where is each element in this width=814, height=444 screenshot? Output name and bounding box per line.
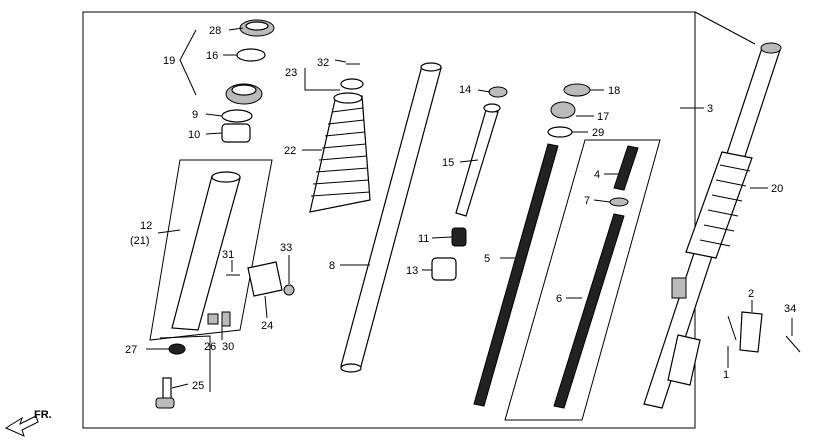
part-7-washer [609,197,629,207]
assembly-frame [82,11,696,429]
callout-12-21: (21) [130,235,150,247]
callout-7: 7 [584,195,590,207]
part-29-oring [547,126,573,138]
part-10-bushing [221,123,251,143]
callout-2: 2 [748,288,754,300]
callout-34: 34 [784,303,796,315]
callout-16: 16 [206,50,218,62]
callout-30: 30 [222,341,234,353]
callout-5: 5 [484,253,490,265]
callout-4: 4 [594,169,600,181]
callout-15: 15 [442,157,454,169]
part-2-bracket [739,311,763,353]
callout-26: 26 [204,341,216,353]
part-9-ring [221,109,253,123]
part-25-bolt [155,377,175,409]
part-14-ring [488,86,508,98]
part-23-clamp [340,78,364,90]
part-4-spring [613,145,639,191]
part-28-seal-inner [245,21,269,31]
callout-24: 24 [261,320,273,332]
part-26-washer [207,313,219,325]
callout-6: 6 [556,293,562,305]
part-33-nut [283,284,295,296]
part-1-bolt [727,315,737,341]
bracket-26-30 [159,335,211,392]
callout-3: 3 [707,103,713,115]
part-19-bushing-inner [231,84,257,96]
callout-9: 9 [192,109,198,121]
slider-frame [149,159,273,341]
spring-frame [504,139,661,421]
callout-27: 27 [125,344,137,356]
part-3-lug [671,277,687,299]
callout-25: 25 [192,380,204,392]
part-6-spring [553,213,625,409]
callout-8: 8 [329,260,335,272]
callout-23: 23 [285,67,297,79]
part-27-drain-bolt [168,343,186,355]
callout-20: 20 [771,183,783,195]
part-17-bolt [550,101,576,119]
callout-28: 28 [209,25,221,37]
part-11-spring [451,227,467,247]
callout-33: 33 [280,242,292,254]
part-16-washer [236,48,266,62]
callout-22: 22 [284,145,296,157]
callout-19: 19 [163,55,175,67]
part-15-damper-rod [455,103,501,217]
part-12-fork-slider [171,171,241,331]
callout-12: 12 [140,220,152,232]
part-8-fork-tube [340,62,442,373]
callout-11: 11 [418,233,429,245]
bracket-23 [304,68,340,91]
part-34-bolt [785,335,801,353]
bracket-19 [179,29,197,96]
callout-18: 18 [608,85,620,97]
callout-13: 13 [406,265,418,277]
part-13-piece [431,257,457,281]
part-18-cap [563,83,591,97]
direction-label: FR. [34,409,52,421]
part-5-spring [473,143,559,407]
callout-32: 32 [317,57,329,69]
leader-lines [146,27,793,389]
part-24-bracket [247,261,283,297]
callout-14: 14 [459,84,471,96]
part-22-boot [309,92,371,213]
callout-17: 17 [597,111,609,123]
frame-corner-line [694,11,756,45]
callout-10: 10 [188,129,200,141]
part-30-bolt [221,311,231,327]
callout-31: 31 [222,249,234,261]
front-direction-arrow [4,415,39,437]
callout-1: 1 [723,369,729,381]
callout-29: 29 [592,127,604,139]
part-3-fork-assembly [643,42,782,409]
